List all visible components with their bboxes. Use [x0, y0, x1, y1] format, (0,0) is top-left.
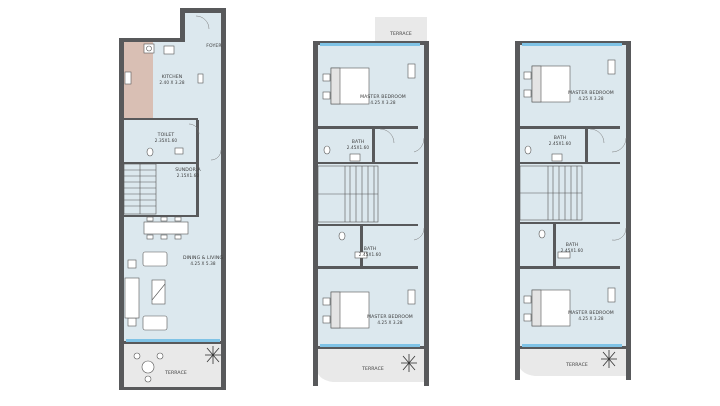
second-master-bottom-dim: 4.25 X 3.28: [578, 316, 604, 321]
first-master-top-name: MASTER BEDROOM: [360, 94, 406, 100]
second-master-top-name: MASTER BEDROOM: [568, 90, 614, 96]
second-bath2-name: BATH: [566, 242, 579, 248]
door-arcs: [188, 15, 627, 241]
second-master-bottom-name: MASTER BEDROOM: [568, 310, 614, 316]
living-furniture: [124, 251, 168, 331]
ground-terrace-floor: [123, 343, 222, 387]
first-top-terrace-floor: [375, 17, 427, 44]
second-bath1-name: BATH: [554, 135, 567, 141]
first-terrace-label: TERRACE: [389, 31, 412, 37]
first-master-bottom-name: MASTER BEDROOM: [367, 314, 413, 320]
second-stairs: [519, 165, 583, 221]
second-master-top-dim: 4.25 X 3.28: [578, 96, 604, 101]
first-bath2-name: BATH: [364, 246, 377, 252]
ground-floor-plan: FOYER KITCHEN 2.40 X 3.28 TOILET 2.35X1.…: [119, 8, 226, 390]
kitchen-dim-label: 2.40 X 3.28: [159, 80, 185, 85]
first-floor-plan: TERRACE MASTER BEDROOM 4.25 X 3.28 BATH …: [313, 17, 429, 386]
ground-foyer-floor: [184, 13, 224, 43]
first-plant-icon: [401, 354, 417, 372]
ground-stairs: [123, 163, 157, 215]
second-bath-fixtures: [524, 145, 571, 259]
second-plant-icon: [601, 350, 617, 368]
living-dim-label: 4.25 X 5.38: [190, 261, 216, 266]
kitchen-name-label: KITCHEN: [162, 74, 183, 80]
second-bottom-window: [522, 344, 622, 347]
ground-walls: [119, 8, 226, 390]
foyer-label: FOYER: [206, 43, 222, 49]
ground-plant-icon: [205, 346, 221, 364]
first-bath1-dim: 2.45X1.60: [347, 145, 370, 150]
ground-living-window: [126, 339, 220, 342]
living-name-label: DINING & LIVING: [183, 255, 223, 261]
toilet-fixtures: [146, 147, 184, 157]
first-master-bottom-dim: 4.25 X 3.28: [377, 320, 403, 325]
second-bath2-dim: 2.45X1.60: [561, 248, 584, 253]
ground-terrace-label: TERRACE: [164, 370, 187, 376]
first-bath1-name: BATH: [352, 139, 365, 145]
first-stairs: [317, 165, 379, 223]
second-bath1-dim: 2.45X1.60: [549, 141, 572, 146]
first-bottom-window: [320, 344, 420, 347]
first-bottom-terrace-label: TERRACE: [361, 366, 384, 372]
first-beds: [322, 63, 416, 329]
second-floor-plan: MASTER BEDROOM 4.25 X 3.28 BATH 2.45X1.6…: [515, 41, 631, 380]
first-master-top-dim: 4.25 X 3.28: [370, 100, 396, 105]
toilet-dim-label: 2.35X1.60: [155, 138, 178, 143]
storage-dim-label: 2.15X1.60: [177, 173, 200, 178]
first-bath2-dim: 2.45X1.60: [359, 252, 382, 257]
second-beds: [523, 59, 616, 327]
second-top-window: [522, 43, 622, 46]
kitchen-appliances: [124, 43, 204, 85]
toilet-name-label: TOILET: [157, 132, 175, 138]
second-bottom-terrace-label: TERRACE: [565, 362, 588, 368]
first-top-window: [320, 43, 420, 46]
first-bath-fixtures: [323, 145, 368, 259]
dining-table: [143, 216, 189, 240]
ground-terrace-furniture: [133, 352, 164, 383]
kitchen-island: [153, 62, 197, 104]
first-bottom-terrace-floor: [316, 349, 427, 382]
second-bottom-terrace-floor: [518, 349, 627, 376]
storage-name-label: SUNDOR A: [175, 167, 201, 173]
